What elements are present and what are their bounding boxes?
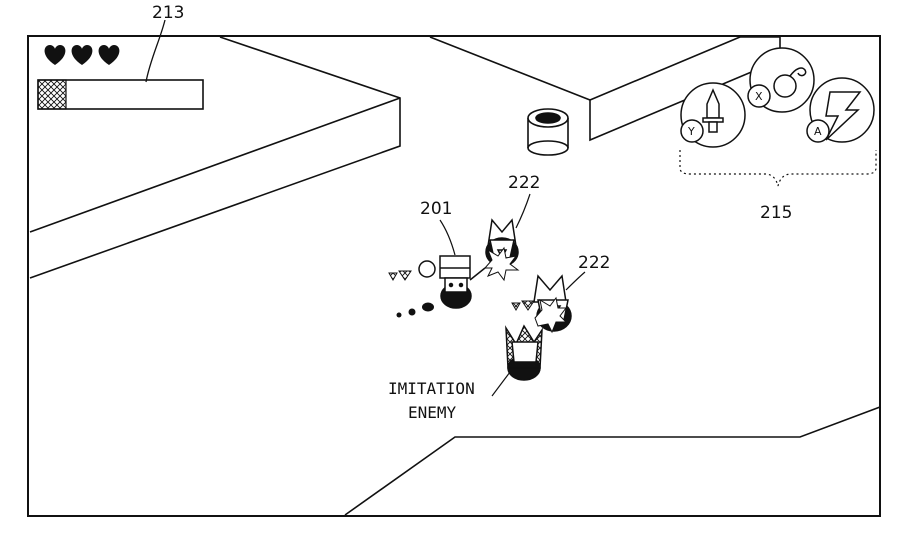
panel-ref-label: 215 (760, 203, 792, 223)
x-button-letter: X (755, 90, 763, 103)
imitation-label-line1: IMITATION (388, 379, 475, 398)
imitation-label-line2: ENEMY (408, 403, 457, 422)
enemy-ref-label: 222 (508, 173, 540, 193)
a-button-letter: A (814, 125, 822, 138)
gauge-ref-label: 213 (152, 3, 184, 23)
enemy-ref-label: 222 (578, 253, 610, 273)
y-button-letter: Y (687, 125, 695, 138)
gauge-fill (38, 80, 66, 109)
gauge-bar (38, 80, 203, 109)
player-ref-label: 201 (420, 199, 452, 219)
